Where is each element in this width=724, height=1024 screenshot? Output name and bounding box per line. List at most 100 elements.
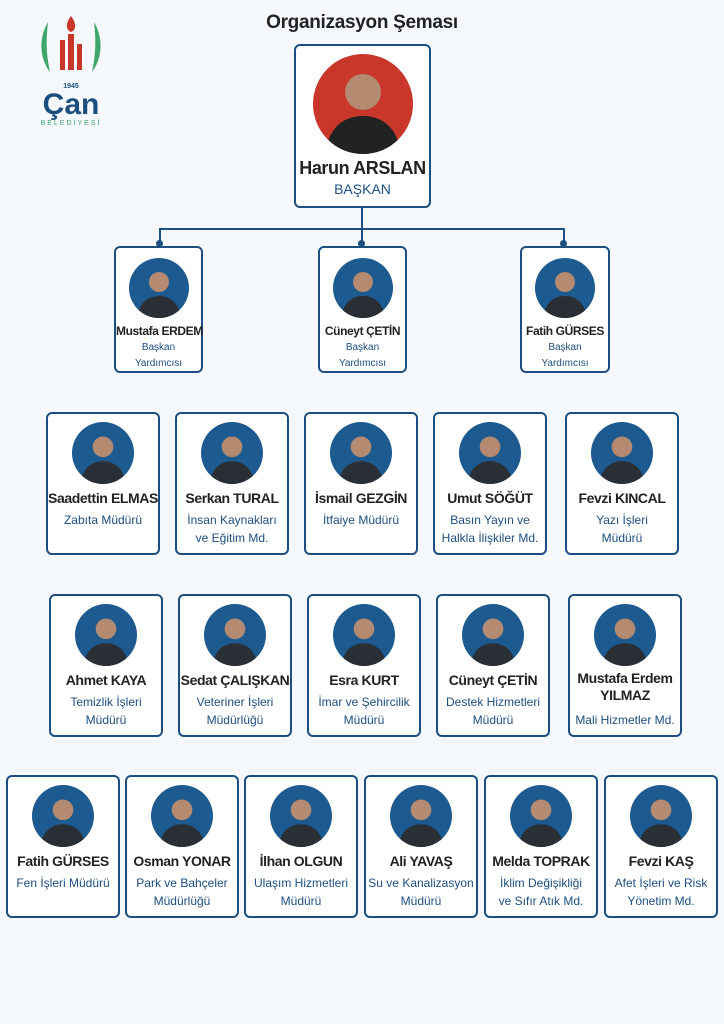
staff-name: Saadettin ELMAS bbox=[48, 490, 158, 506]
staff-role: Müdürü bbox=[85, 713, 127, 727]
staff-role: Zabıta Müdürü bbox=[63, 513, 143, 527]
logo-year: 1945 bbox=[63, 83, 79, 90]
staff-role: Müdürü bbox=[601, 531, 643, 545]
staff-photo bbox=[459, 422, 521, 484]
staff-role: Mali Hizmetler Md. bbox=[575, 713, 675, 727]
staff-role: Müdürlüğü bbox=[206, 713, 264, 727]
president-role: BAŞKAN bbox=[334, 181, 391, 197]
staff-role: İtfaiye Müdürü bbox=[322, 513, 400, 527]
staff-role: İklim Değişikliği bbox=[499, 876, 582, 890]
staff-name: Mustafa ERDEM bbox=[116, 324, 203, 338]
staff-photo bbox=[591, 422, 653, 484]
connector bbox=[563, 228, 565, 244]
staff-role: Yardımcısı bbox=[338, 358, 387, 369]
president-photo bbox=[312, 54, 413, 154]
staff-role: Su ve Kanalizasyon bbox=[368, 876, 474, 890]
staff-photo bbox=[390, 785, 452, 847]
staff-photo bbox=[75, 604, 137, 666]
staff-role: Temizlik İşleri bbox=[70, 695, 142, 709]
staff-photo bbox=[462, 604, 524, 666]
staff-photo bbox=[32, 785, 94, 847]
staff-photo bbox=[72, 422, 134, 484]
staff-role: Müdürlüğü bbox=[153, 894, 211, 908]
staff-name: Sedat ÇALIŞKAN bbox=[180, 672, 290, 688]
staff-role: Yönetim Md. bbox=[627, 894, 695, 908]
staff-role: Fen İşleri Müdürü bbox=[16, 876, 110, 890]
staff-photo bbox=[151, 785, 213, 847]
staff-role: Afet İşleri ve Risk bbox=[614, 876, 708, 890]
staff-name: Melda TOPRAK bbox=[492, 853, 590, 869]
staff-photo bbox=[510, 785, 572, 847]
staff-card: Umut SÖĞÜT Basın Yayın ve Halkla İlişkiler… bbox=[433, 412, 547, 555]
staff-role: Müdürü bbox=[400, 894, 442, 908]
logo-name: Çan bbox=[42, 88, 100, 121]
staff-name: Ali YAVAŞ bbox=[389, 853, 453, 869]
staff-name: İlhan OLGUN bbox=[259, 853, 343, 869]
staff-photo bbox=[535, 258, 595, 318]
staff-photo bbox=[330, 422, 392, 484]
staff-role: Park ve Bahçeler bbox=[136, 876, 228, 890]
staff-name: Cüneyt ÇETİN bbox=[448, 672, 538, 688]
staff-name: Serkan TURAL bbox=[185, 490, 279, 506]
staff-role: Başkan bbox=[345, 342, 380, 353]
staff-role: Müdürü bbox=[280, 894, 322, 908]
logo-subtitle: BELEDİYESİ bbox=[40, 120, 102, 127]
staff-name: Mustafa Erdem bbox=[577, 670, 673, 686]
staff-name: Umut SÖĞÜT bbox=[447, 490, 533, 506]
staff-photo bbox=[204, 604, 266, 666]
staff-role: Müdürü bbox=[343, 713, 385, 727]
connector-dot bbox=[358, 240, 365, 247]
staff-photo bbox=[594, 604, 656, 666]
staff-card: İsmail GEZGİN İtfaiye Müdürü bbox=[304, 412, 418, 555]
connector bbox=[159, 228, 161, 244]
connector-dot bbox=[560, 240, 567, 247]
staff-role: Yardımcısı bbox=[541, 358, 589, 369]
staff-card: Saadettin ELMAS Zabıta Müdürü bbox=[46, 412, 160, 555]
staff-role: Ulaşım Hizmetleri bbox=[253, 876, 348, 890]
can-belediyesi-logo: 1945 Çan BELEDİYESİ bbox=[36, 14, 106, 127]
staff-role: Başkan bbox=[141, 342, 176, 353]
staff-name: Esra KURT bbox=[329, 672, 399, 688]
staff-name: Cüneyt ÇETİN bbox=[324, 324, 401, 338]
staff-role: İmar ve Şehircilik bbox=[318, 695, 410, 709]
president-name: Harun ARSLAN bbox=[299, 158, 426, 178]
connector bbox=[361, 207, 363, 229]
staff-photo bbox=[201, 422, 263, 484]
staff-name: Osman YONAR bbox=[133, 853, 231, 869]
staff-role: Başkan bbox=[548, 342, 582, 353]
staff-name: Fevzi KINCAL bbox=[578, 490, 666, 506]
staff-photo bbox=[128, 258, 189, 318]
staff-photo bbox=[630, 785, 692, 847]
staff-photo bbox=[332, 258, 393, 318]
staff-name: Fatih GÜRSES bbox=[17, 853, 109, 869]
staff-role: Basın Yayın ve bbox=[450, 513, 530, 527]
staff-name: Fevzi KAŞ bbox=[628, 853, 694, 869]
staff-role: Halkla İlişkiler Md. bbox=[441, 531, 539, 545]
staff-role: Müdürü bbox=[472, 713, 514, 727]
staff-name: Ahmet KAYA bbox=[65, 672, 147, 688]
staff-role: Veteriner İşleri bbox=[196, 695, 274, 709]
staff-name-line2: YILMAZ bbox=[600, 687, 650, 703]
staff-name: İsmail GEZGİN bbox=[314, 490, 408, 506]
staff-role: Destek Hizmetleri bbox=[445, 695, 541, 709]
president-card: Harun ARSLAN BAŞKAN bbox=[294, 44, 431, 208]
connector bbox=[361, 228, 363, 244]
logo-emblem-icon bbox=[41, 16, 101, 72]
staff-role: ve Eğitim Md. bbox=[195, 531, 269, 545]
connector-dot bbox=[156, 240, 163, 247]
staff-photo bbox=[270, 785, 332, 847]
staff-role: Yardımcısı bbox=[134, 358, 183, 369]
